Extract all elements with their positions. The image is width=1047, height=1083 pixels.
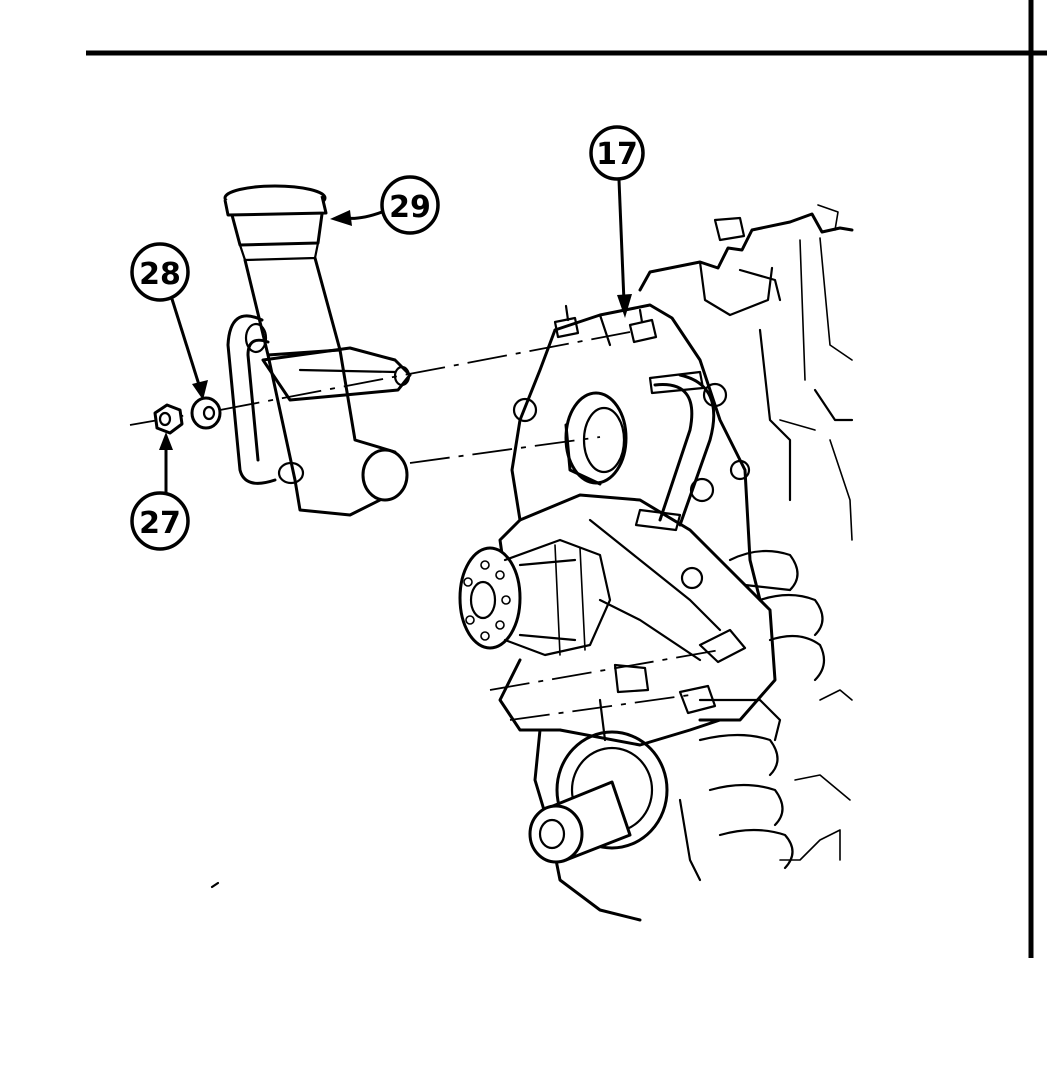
callout-29: 29: [330, 175, 440, 235]
callout-label-28: 28: [139, 257, 181, 292]
callout-28: 28: [130, 242, 208, 400]
alignment-lines: [129, 331, 721, 721]
callout-label-29: 29: [389, 190, 431, 225]
callout-17: 17: [589, 125, 645, 318]
nut: [153, 403, 184, 435]
mounting-studs: [553, 304, 658, 344]
callout-label-27: 27: [139, 506, 181, 541]
stray-mark: [210, 881, 220, 889]
callout-27: 27: [130, 432, 190, 551]
page-frame: [86, 0, 1047, 958]
callout-label-17: 17: [596, 137, 638, 172]
water-outlet-pipe: [223, 184, 412, 517]
engine-front-assembly: [458, 204, 854, 922]
washer: [190, 396, 222, 430]
